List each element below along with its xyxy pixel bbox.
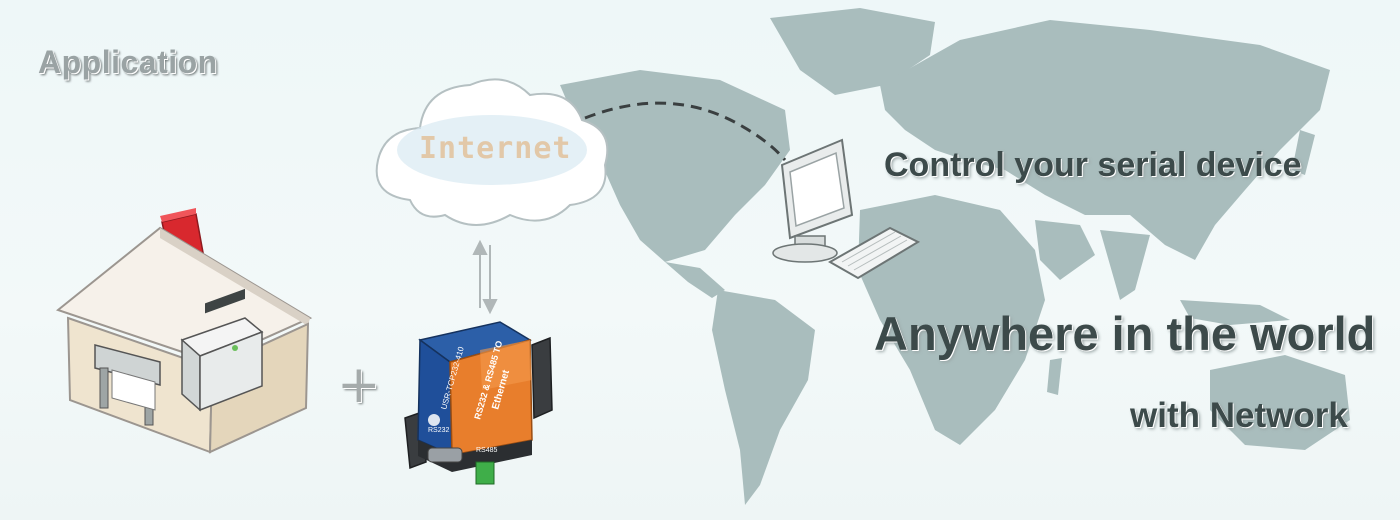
house-illustration <box>55 208 313 454</box>
map-south-america <box>712 290 815 505</box>
tagline-anywhere: Anywhere in the world <box>874 307 1376 360</box>
plus-sign: + <box>337 355 381 415</box>
office-printer-icon <box>180 288 264 412</box>
internet-cloud-label: Internet <box>419 131 572 166</box>
plotter-printer-icon <box>94 344 161 426</box>
map-africa <box>858 195 1045 445</box>
map-arabia <box>1035 220 1095 280</box>
serial-device-server <box>404 321 553 485</box>
map-eurasia <box>880 20 1330 260</box>
internet-cloud <box>375 78 609 226</box>
device-port2-label: RS485 <box>476 447 498 454</box>
keyboard-icon <box>827 226 921 280</box>
map-indonesia <box>1180 300 1290 325</box>
map-japan <box>1292 130 1315 175</box>
device-port1-label: RS232 <box>428 427 450 434</box>
page-heading: Application <box>38 44 218 80</box>
map-madagascar <box>1047 358 1062 395</box>
bidirectional-arrow <box>472 239 498 315</box>
tagline-network: with Network <box>1130 396 1348 435</box>
network-link-dashed <box>584 101 787 161</box>
map-greenland <box>770 8 935 95</box>
map-australia <box>1210 355 1350 450</box>
world-map <box>560 8 1350 505</box>
map-central-america <box>665 262 725 298</box>
map-north-america <box>560 70 790 262</box>
tagline-control: Control your serial device <box>884 146 1302 184</box>
computer-monitor-icon <box>772 138 854 263</box>
map-india <box>1100 230 1150 300</box>
